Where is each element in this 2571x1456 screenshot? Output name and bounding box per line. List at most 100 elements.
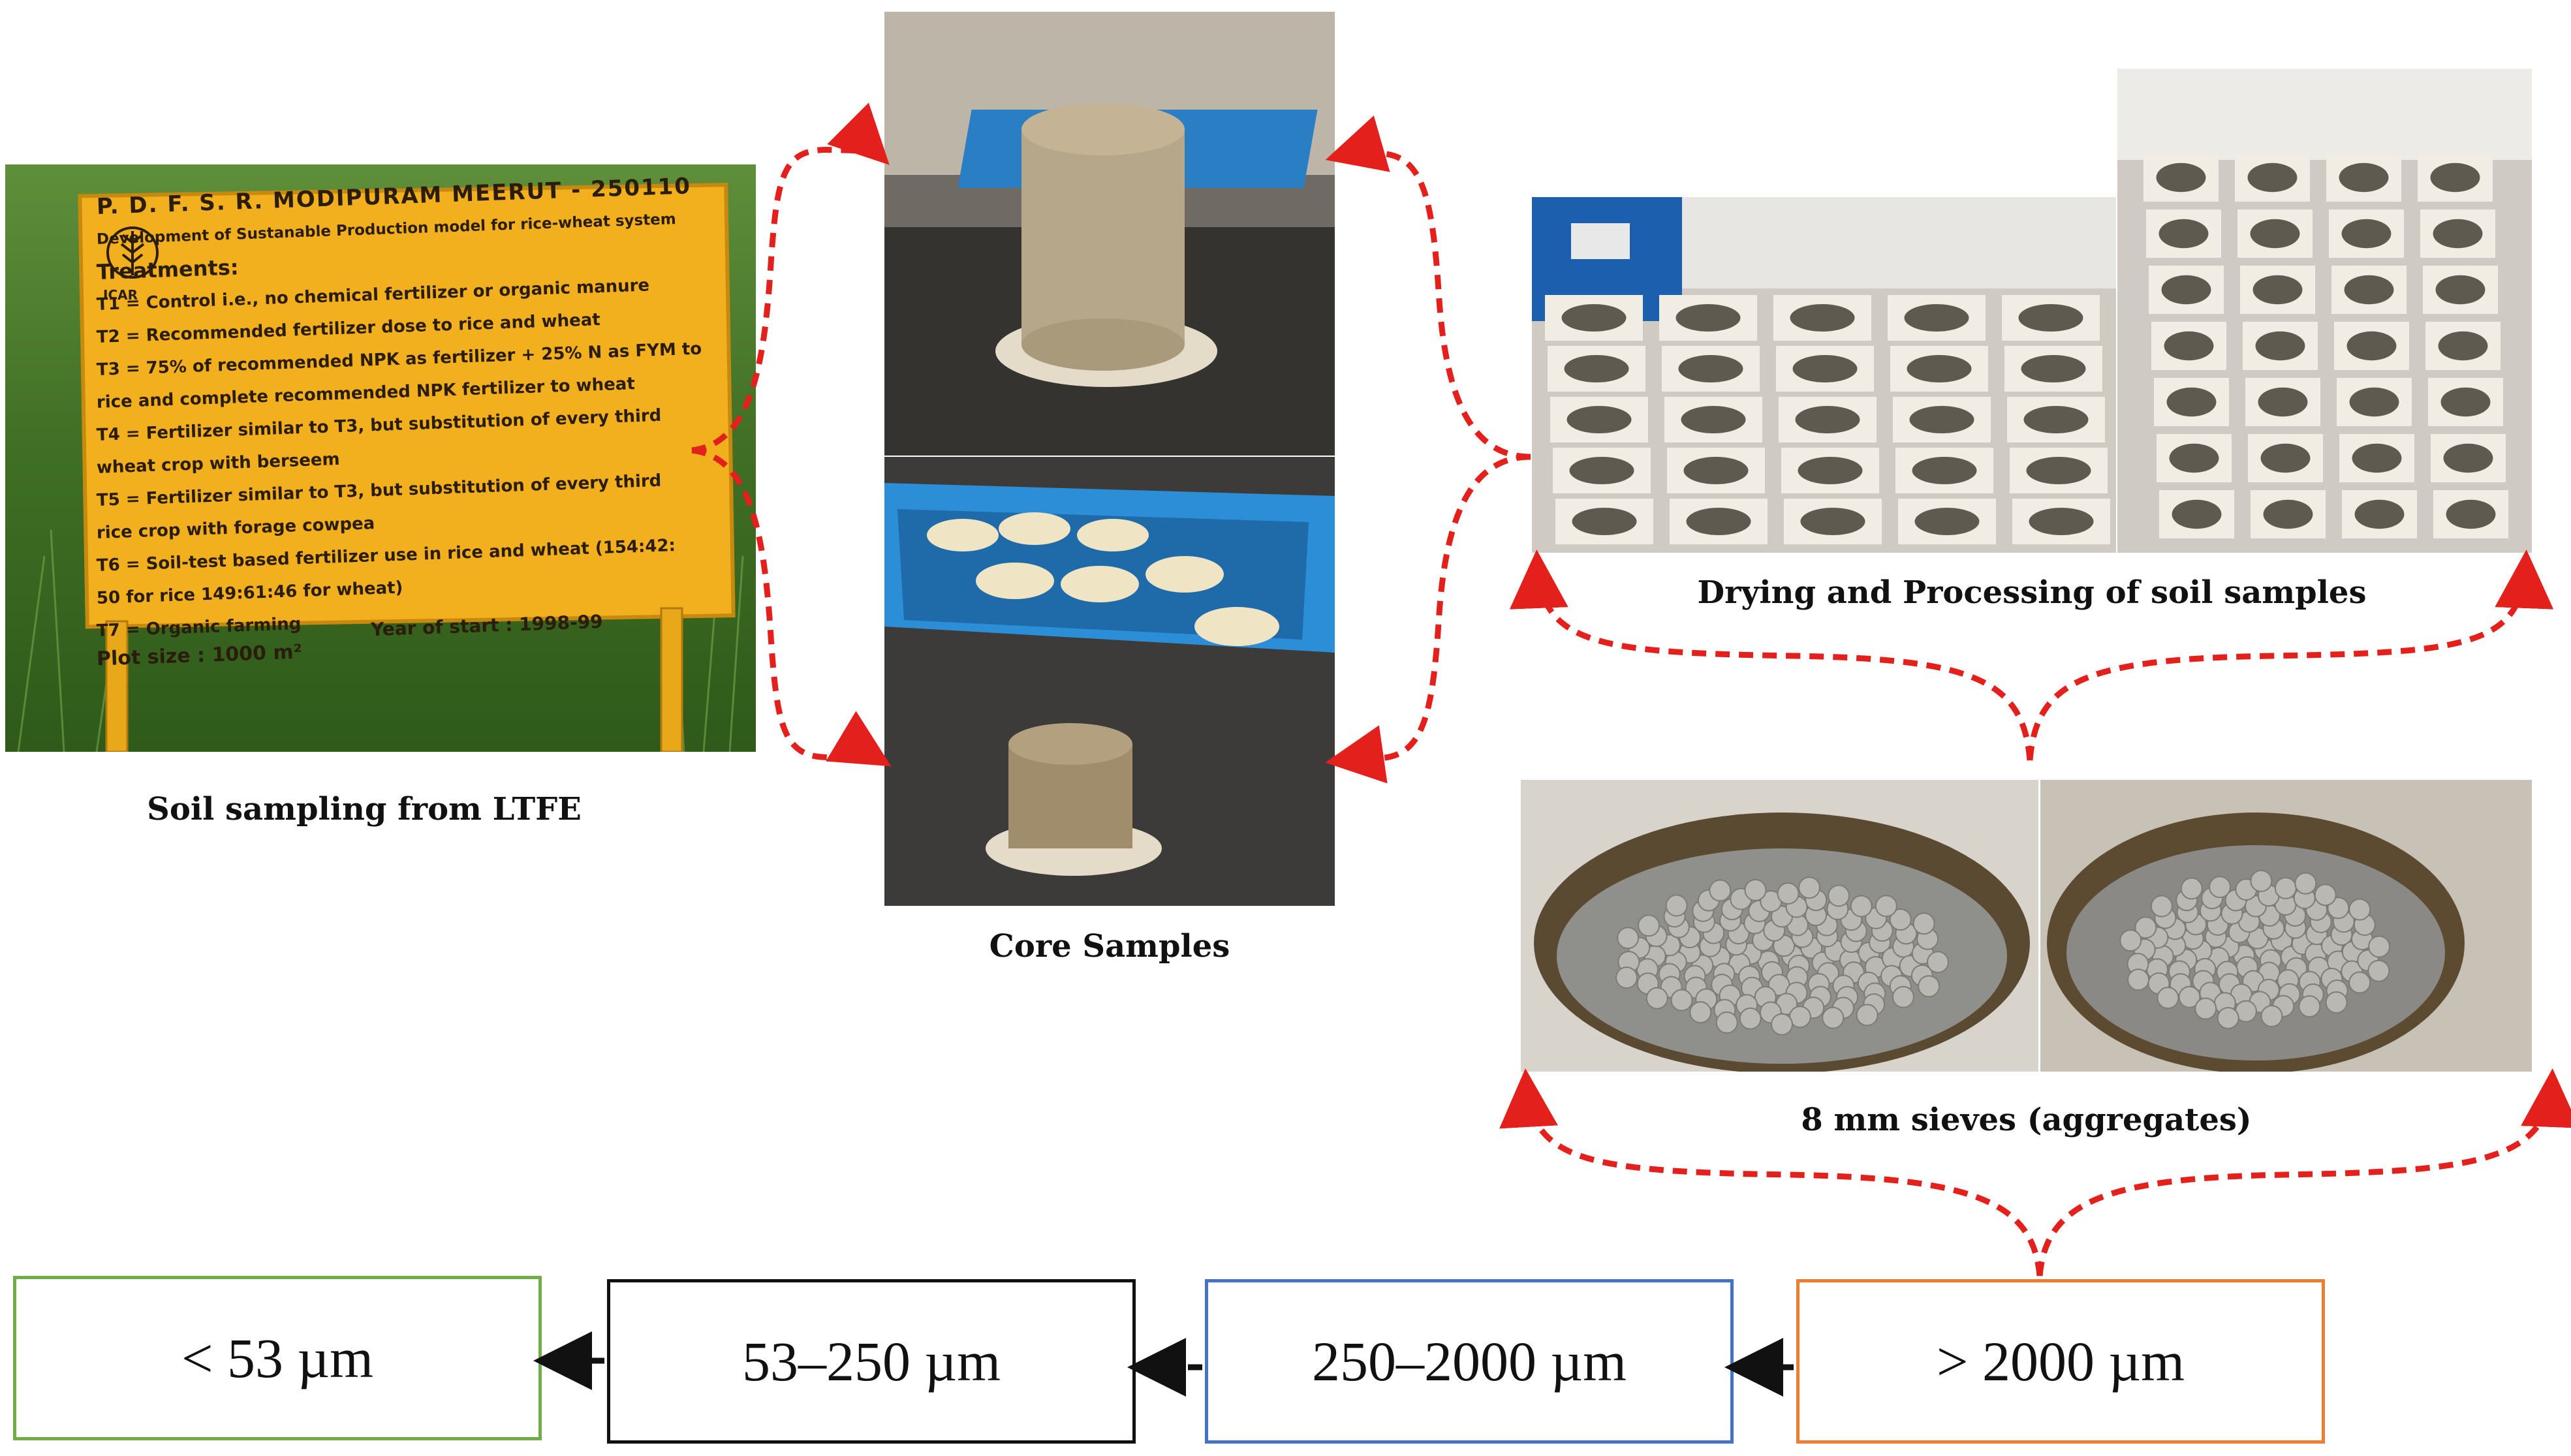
aggregate-ball bbox=[2367, 959, 2390, 982]
core-sample-photo-bottom bbox=[884, 457, 1335, 906]
soil-pile bbox=[1572, 508, 1637, 535]
core-sample-photo-top bbox=[884, 12, 1335, 456]
aggregate-ball bbox=[2119, 929, 2142, 952]
soil-pile bbox=[2344, 275, 2394, 305]
aggregate-pile bbox=[1615, 876, 1949, 1036]
soil-pile bbox=[2346, 331, 2397, 361]
soil-pile bbox=[2156, 163, 2206, 193]
soil-pile bbox=[1912, 457, 1977, 484]
soil-pile bbox=[2440, 387, 2491, 417]
aggregate-ball bbox=[1822, 1006, 1845, 1029]
soil-pile bbox=[1800, 508, 1865, 535]
soil-pile bbox=[1792, 355, 1858, 382]
arrow-drying-to-core-top bbox=[1325, 115, 1531, 460]
soil-pile bbox=[1566, 406, 1632, 433]
soil-pile bbox=[2252, 275, 2303, 305]
soil-pile bbox=[2021, 355, 2086, 382]
soil-pile bbox=[2258, 387, 2308, 417]
sieve-photo-right bbox=[2040, 780, 2532, 1072]
aggregate-ball bbox=[2348, 971, 2371, 994]
soil-sample-grid bbox=[2143, 153, 2508, 538]
soil-pile bbox=[2169, 443, 2219, 473]
soil-pile bbox=[1683, 457, 1749, 484]
soil-pile bbox=[2158, 219, 2209, 249]
aggregate-ball bbox=[2127, 968, 2150, 991]
aggregate-ball bbox=[2260, 1005, 2283, 1028]
arrow-sign-to-core-bottom bbox=[691, 447, 892, 767]
aggregate-ball bbox=[2298, 995, 2321, 1017]
aggregate-ball bbox=[2134, 916, 2157, 939]
field-sign-illustration bbox=[5, 164, 756, 752]
soil-pile bbox=[2023, 406, 2089, 433]
fraction-box-lt-53: < 53 µm bbox=[13, 1276, 542, 1440]
drying-photo-left bbox=[1532, 197, 2116, 553]
aggregate-ball bbox=[1856, 1004, 1878, 1027]
soil-pile bbox=[2433, 219, 2483, 249]
soil-pile bbox=[1907, 355, 1972, 382]
soil-pile bbox=[2352, 443, 2402, 473]
aggregate-ball bbox=[2368, 935, 2391, 958]
soil-pile bbox=[1790, 304, 1855, 332]
soil-pile bbox=[2164, 331, 2214, 361]
arrow-sign-to-core-top bbox=[691, 102, 890, 454]
aggregate-ball bbox=[1709, 879, 1732, 902]
drying-photo-right bbox=[2117, 69, 2532, 553]
aggregate-ball bbox=[1918, 975, 1940, 998]
soil-pile bbox=[2026, 457, 2091, 484]
aggregate-ball bbox=[1670, 989, 1693, 1012]
fraction-box-gt-2000: > 2000 µm bbox=[1796, 1279, 2325, 1444]
soil-pile bbox=[2260, 443, 2311, 473]
aggregate-ball bbox=[2348, 898, 2371, 921]
fraction-box-53-250: 53–250 µm bbox=[607, 1279, 1136, 1444]
soil-pile bbox=[2341, 219, 2392, 249]
aggregate-ball bbox=[1615, 967, 1638, 989]
aggregate-ball bbox=[2178, 985, 2201, 1008]
aggregate-ball bbox=[1638, 914, 1660, 937]
sieve-photo-left bbox=[1521, 780, 2038, 1072]
caption-drying: Drying and Processing of soil samples bbox=[1697, 574, 2367, 611]
aggregate-ball bbox=[1617, 927, 1640, 950]
sign-logo-text: ICAR bbox=[103, 287, 138, 303]
caption-sieves: 8 mm sieves (aggregates) bbox=[1801, 1102, 2252, 1138]
soil-pile bbox=[1914, 508, 1980, 535]
soil-pile bbox=[2438, 331, 2488, 361]
arrow-drying-to-core-bottom bbox=[1325, 454, 1531, 784]
aggregate-ball bbox=[1739, 1007, 1762, 1030]
aggregate-ball bbox=[1912, 912, 1935, 935]
aggregate-ball bbox=[2217, 1006, 2239, 1029]
aggregate-ball bbox=[2325, 991, 2348, 1014]
arrow-sieve-to-drying-left bbox=[1509, 550, 2033, 761]
aggregate-ball bbox=[2150, 895, 2173, 918]
soil-pile bbox=[1686, 508, 1751, 535]
field-sign-photo: P. D. F. S. R. MODIPURAM MEERUT - 250110… bbox=[5, 164, 756, 752]
soil-pile bbox=[1569, 457, 1634, 484]
aggregate-ball bbox=[2294, 872, 2317, 895]
soil-pile bbox=[2161, 275, 2211, 305]
aggregate-ball bbox=[2250, 869, 2273, 892]
aggregate-ball bbox=[1771, 1013, 1793, 1036]
arrow-box-to-sieve-right bbox=[2036, 1068, 2571, 1277]
aggregate-pile bbox=[2119, 869, 2391, 1029]
aggregate-ball bbox=[1798, 876, 1821, 899]
aggregate-ball bbox=[1715, 1011, 1738, 1034]
soil-pile bbox=[2430, 163, 2480, 193]
soil-pile bbox=[2029, 508, 2094, 535]
aggregate-ball bbox=[2209, 876, 2232, 899]
soil-pile bbox=[2446, 499, 2496, 529]
aggregate-ball bbox=[2157, 986, 2179, 1009]
arrow-sieve-to-drying-right bbox=[2027, 550, 2554, 761]
aggregate-ball bbox=[1892, 985, 1914, 1008]
soil-pile bbox=[1678, 355, 1743, 382]
aggregate-ball bbox=[1828, 884, 1850, 907]
aggregate-ball bbox=[1645, 987, 1668, 1010]
caption-core-samples: Core Samples bbox=[989, 928, 1230, 965]
soil-pile bbox=[2255, 331, 2305, 361]
soil-pile bbox=[2018, 304, 2083, 332]
soil-pile bbox=[2435, 275, 2485, 305]
aggregate-ball bbox=[2180, 877, 2203, 900]
soil-pile bbox=[1561, 304, 1627, 332]
aggregate-ball bbox=[1875, 895, 1897, 918]
soil-pile bbox=[1909, 406, 1974, 433]
aggregate-ball bbox=[1665, 894, 1688, 917]
